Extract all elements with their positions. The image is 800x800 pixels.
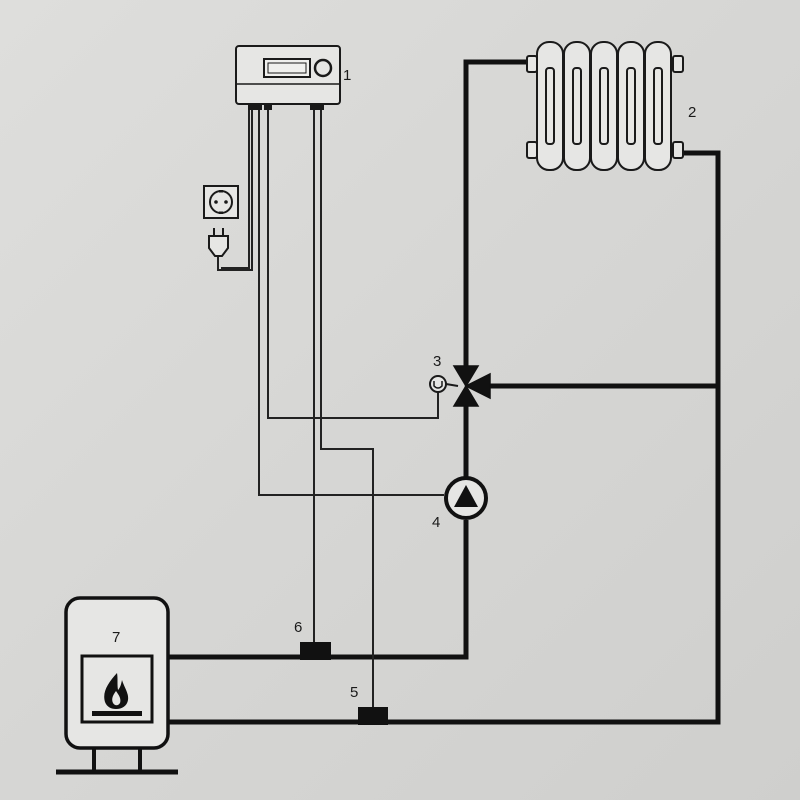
label-boiler: 7 <box>112 629 120 646</box>
sensor-flow <box>300 642 331 660</box>
circulation-pump <box>444 476 488 520</box>
label-sensor-flow: 6 <box>294 619 302 636</box>
flame-icon <box>104 673 129 709</box>
supply-pipe-boiler-to-valve <box>168 405 469 660</box>
return-pipe-radiator-to-boiler <box>168 150 721 725</box>
label-radiator: 2 <box>688 104 696 121</box>
pipe-network <box>168 59 721 725</box>
controller-knob <box>313 58 333 78</box>
label-sensor-return: 5 <box>350 684 358 701</box>
controller-unit <box>235 45 341 110</box>
supply-pipe-valve-to-radiator <box>463 59 530 366</box>
controller-display <box>263 58 311 78</box>
power-cable <box>217 103 253 271</box>
power-plug <box>208 228 229 257</box>
label-controller: 1 <box>343 67 351 84</box>
burner-bar <box>92 711 142 716</box>
mixing-valve <box>452 365 491 407</box>
valve-actuator <box>429 375 459 393</box>
label-mixing-valve: 3 <box>433 353 441 370</box>
control-wiring <box>217 103 444 708</box>
radiator <box>526 41 684 171</box>
pump-wire <box>258 103 444 496</box>
sensor-return-wire <box>320 103 374 708</box>
label-pump: 4 <box>432 514 440 531</box>
boiler <box>56 596 178 775</box>
valve-wire <box>267 103 439 419</box>
wall-socket <box>203 185 239 219</box>
sensor-return <box>358 707 388 725</box>
